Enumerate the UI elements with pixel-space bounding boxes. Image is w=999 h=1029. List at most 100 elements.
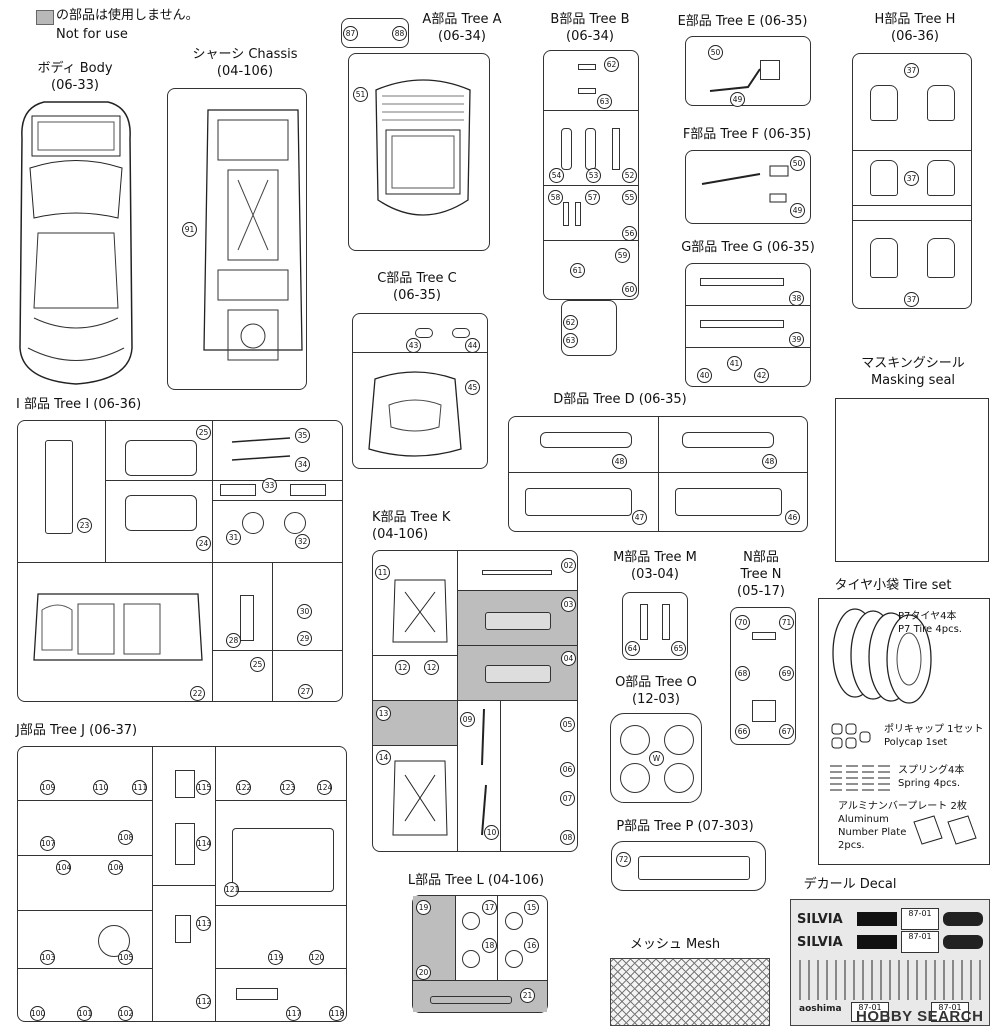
part-number: 57 (585, 190, 600, 205)
tree-g-title: G部品 Tree G (06-35) (681, 240, 815, 255)
part-number: 16 (524, 938, 539, 953)
part-number: 37 (904, 292, 919, 307)
part-number: 121 (224, 882, 239, 897)
tree-a-roof-part (375, 79, 471, 216)
decal-small-markings (799, 960, 981, 1000)
tree-b-title: B部品 Tree B(06-34) (550, 12, 630, 44)
part-number: 109 (40, 780, 55, 795)
part-number: 20 (416, 965, 431, 980)
part-number: 52 (622, 168, 637, 183)
part-number: 61 (570, 263, 585, 278)
decal-brand-logo (857, 935, 897, 949)
part-number: 33 (262, 478, 277, 493)
part-number: 119 (268, 950, 283, 965)
part-number: 56 (622, 226, 637, 241)
part-number: 118 (329, 1006, 344, 1021)
part-number: 102 (118, 1006, 133, 1021)
part-number: 50 (790, 156, 805, 171)
part-number: 15 (524, 900, 539, 915)
legend-text-en: Not for use (56, 27, 128, 42)
part-number: 107 (40, 836, 55, 851)
part-number: 43 (406, 338, 421, 353)
part-number: 37 (904, 171, 919, 186)
part-number: 53 (586, 168, 601, 183)
part-number: 62 (604, 57, 619, 72)
part-number: 59 (615, 248, 630, 263)
decal-plate: 87-01 (931, 1002, 969, 1022)
part-number: 104 (56, 860, 71, 875)
legend-text-jp: の部品は使用しません。 (56, 8, 199, 23)
part-number: 46 (785, 510, 800, 525)
part-number: 14 (376, 750, 391, 765)
part-number: 10 (484, 825, 499, 840)
part-number: 55 (622, 190, 637, 205)
tree-d-title: D部品 Tree D (06-35) (553, 392, 687, 407)
tree-a-title: A部品 Tree A(06-34) (422, 12, 502, 44)
part-number: 12 (395, 660, 410, 675)
tree-c-hood-part (368, 371, 462, 457)
tire-stack (832, 608, 932, 704)
part-number: 12 (424, 660, 439, 675)
part-number: 13 (376, 706, 391, 721)
part-number: 88 (392, 26, 407, 41)
tree-j-runner (17, 746, 347, 1022)
decal-plate: 87-01 (851, 1002, 889, 1022)
part-number: 68 (735, 666, 750, 681)
part-number: 63 (563, 333, 578, 348)
part-number: 08 (560, 830, 575, 845)
part-number: 06 (560, 762, 575, 777)
part-number: 63 (597, 94, 612, 109)
spring-icon (830, 765, 890, 791)
part-number: 101 (77, 1006, 92, 1021)
polycap-icon (831, 723, 871, 749)
part-number: 38 (789, 291, 804, 306)
number-plate-icon (913, 815, 977, 845)
part-number: 22 (190, 686, 205, 701)
part-number: 113 (196, 916, 211, 931)
decal-sheet: SILVIA 87-01 SILVIA 87-01 aoshima 87-01 … (790, 899, 990, 1026)
part-number: 25 (250, 657, 265, 672)
part-number: 34 (295, 457, 310, 472)
body-title: ボディ Body(06-33) (37, 61, 113, 93)
body-illustration (19, 101, 133, 385)
part-number: 123 (280, 780, 295, 795)
part-number: 28 (226, 633, 241, 648)
part-number: 30 (297, 604, 312, 619)
masking-seal-sheet (835, 398, 989, 562)
tree-f-title: F部品 Tree F (06-35) (682, 127, 812, 142)
part-number: 111 (132, 780, 147, 795)
part-number: 66 (735, 724, 750, 739)
part-number: 100 (30, 1006, 45, 1021)
tree-m-title: M部品 Tree M(03-04) (613, 550, 697, 582)
tree-h-title: H部品 Tree H(06-36) (874, 12, 956, 44)
part-number: 71 (779, 615, 794, 630)
decal-silvia-logo: SILVIA (797, 935, 843, 950)
part-number: 19 (416, 900, 431, 915)
part-number: 29 (297, 631, 312, 646)
part-number: 18 (482, 938, 497, 953)
part-number: 41 (727, 356, 742, 371)
part-number: 108 (118, 830, 133, 845)
part-number: 48 (612, 454, 627, 469)
part-number: 58 (548, 190, 563, 205)
part-number: 23 (77, 518, 92, 533)
part-number: 64 (625, 641, 640, 656)
part-number: 65 (671, 641, 686, 656)
part-number: 51 (353, 87, 368, 102)
part-number: 02 (561, 558, 576, 573)
part-number: 04 (561, 651, 576, 666)
not-for-use-swatch (36, 10, 54, 25)
part-number: 50 (708, 45, 723, 60)
part-number: 122 (236, 780, 251, 795)
part-number: 70 (735, 615, 750, 630)
part-number: 60 (622, 282, 637, 297)
part-number: 54 (549, 168, 564, 183)
part-number: 31 (226, 530, 241, 545)
part-number: 67 (779, 724, 794, 739)
part-number: 62 (563, 315, 578, 330)
tree-o-title: O部品 Tree O(12-03) (615, 675, 697, 707)
part-number: 87 (343, 26, 358, 41)
